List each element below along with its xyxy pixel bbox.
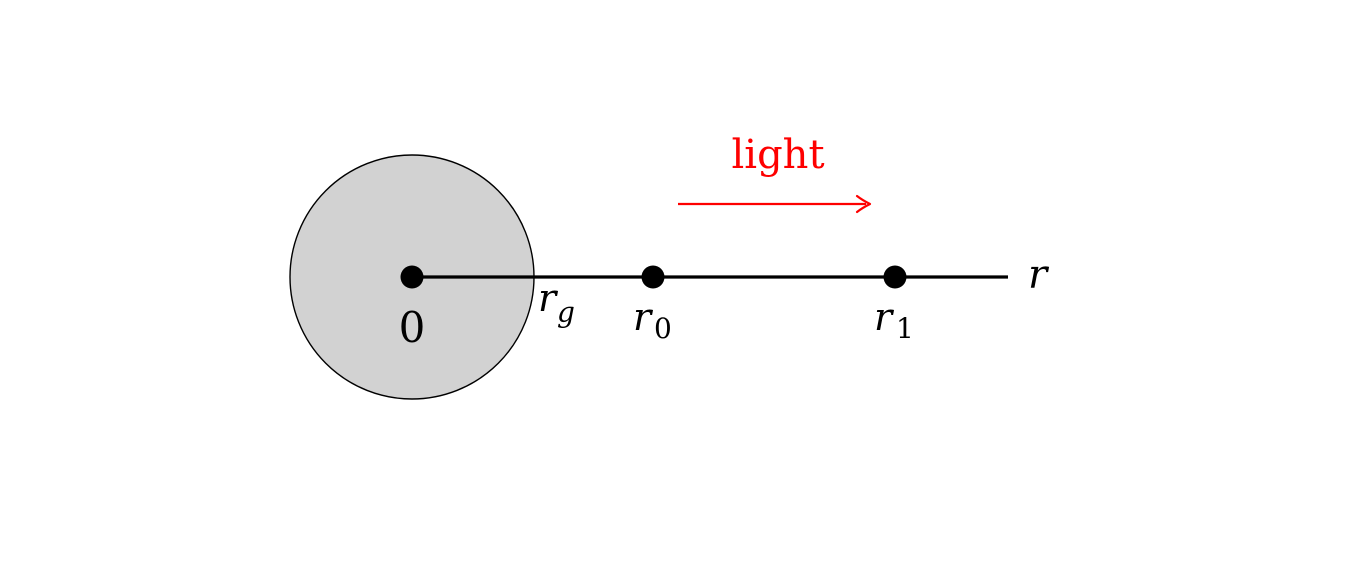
r0-dot	[641, 265, 665, 289]
rg-label-subscript: g	[557, 296, 575, 329]
r1-label-subscript: 1	[896, 312, 914, 345]
light-label: light	[731, 132, 824, 178]
r1-dot	[883, 265, 907, 289]
r-axis-label: r	[1028, 252, 1050, 298]
rg-label-base: r	[538, 276, 559, 320]
origin-label: 0	[399, 303, 426, 352]
r0-label: r 0	[633, 295, 672, 345]
origin-dot	[400, 265, 424, 289]
r1-label: r 1	[874, 295, 914, 345]
rg-label: r g	[538, 276, 575, 329]
light-arrow-head	[855, 194, 872, 214]
r1-label-base: r	[874, 295, 895, 339]
r0-label-base: r	[633, 295, 654, 339]
r0-label-subscript: 0	[654, 312, 672, 345]
